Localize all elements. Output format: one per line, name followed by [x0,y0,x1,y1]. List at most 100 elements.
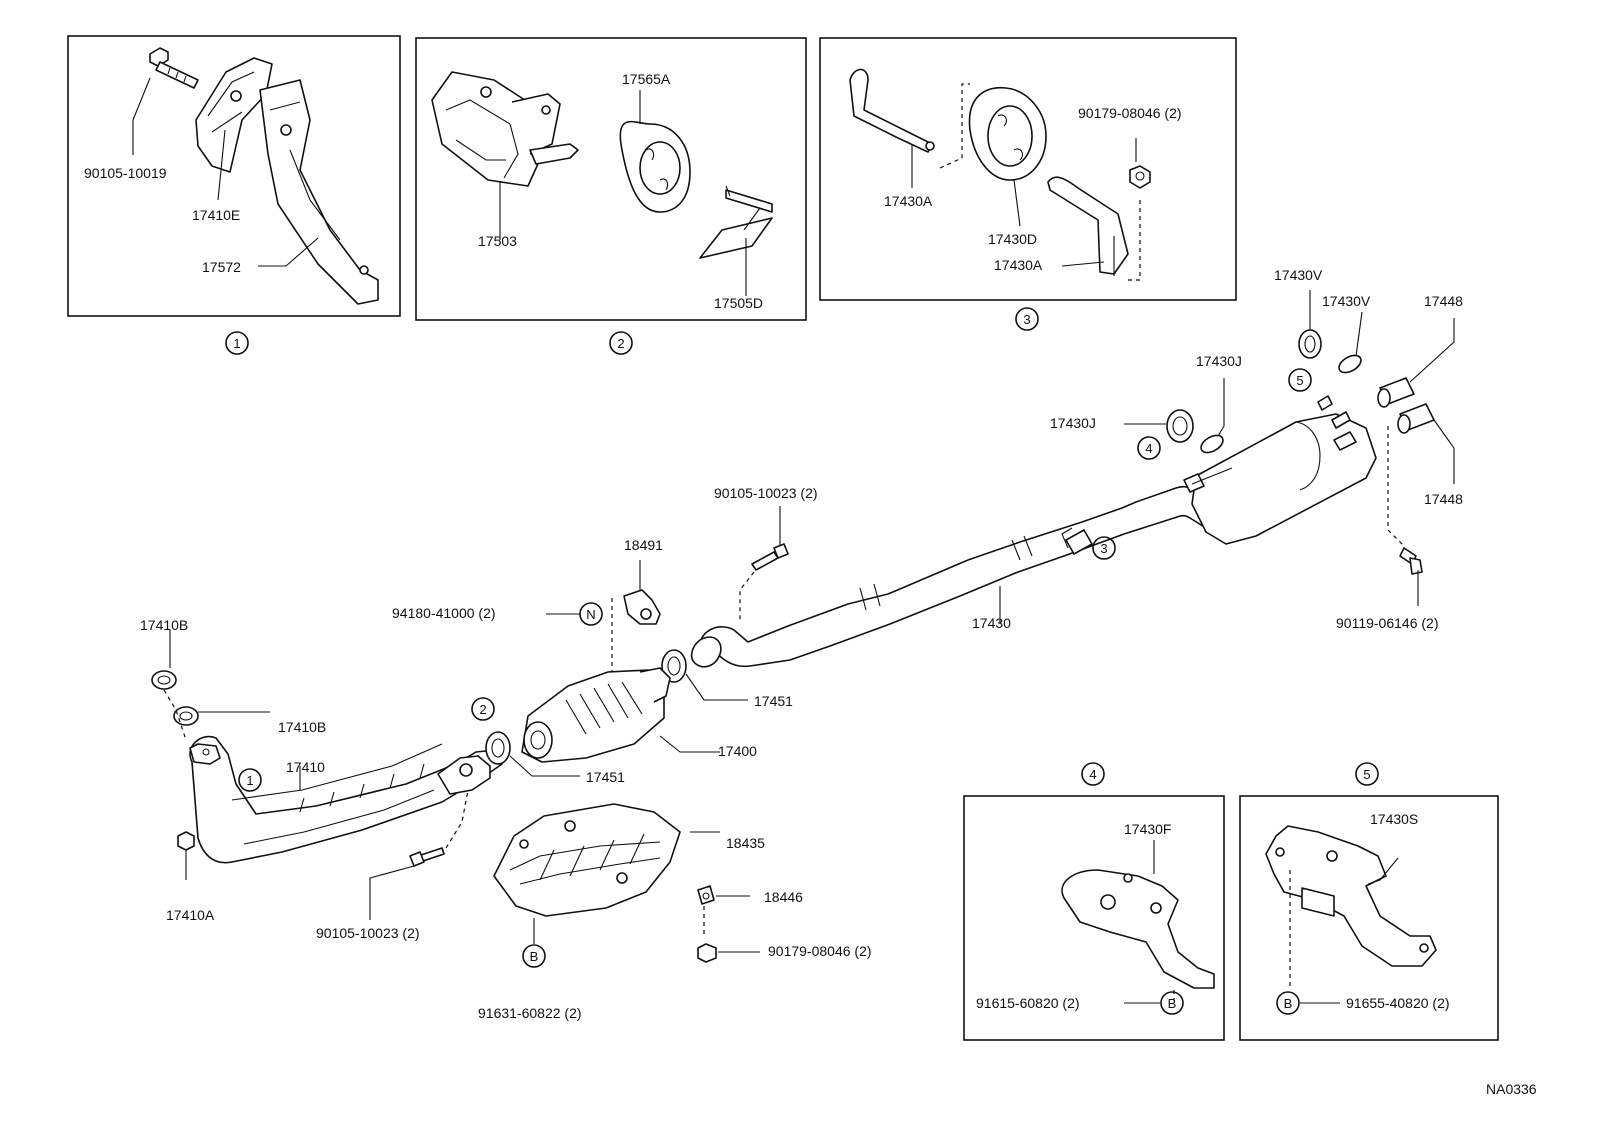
heat-insulator-18435-drawing [493,803,681,917]
bracket-17410E-drawing [195,57,273,173]
label-17410E: 17410E [192,207,240,223]
callout-2-cat: 2 [471,697,495,721]
center-pipe-17430-drawing [690,485,1237,668]
label-90119-06146: 90119-06146 (2) [1336,615,1438,631]
label-17451-a: 17451 [754,693,793,709]
label-17451-b: 17451 [586,769,625,785]
svg-text:N: N [586,607,595,622]
label-90179-08046-bottom: 90179-08046 (2) [768,943,872,959]
svg-text:5: 5 [1363,767,1370,782]
svg-text:1: 1 [233,336,240,351]
catalytic-converter-17400-drawing [521,667,671,763]
diagram-code: NA0336 [1486,1081,1537,1097]
callout-3-pipe: 3 [1092,536,1116,560]
hanger-17430A-bottom-drawing [1047,176,1129,276]
clip-18446-drawing [697,885,715,905]
label-17565A: 17565A [622,71,671,87]
label-17430V-b: 17430V [1322,293,1371,309]
label-17400: 17400 [718,743,757,759]
svg-text:4: 4 [1089,767,1096,782]
callout-b-box5: B [1276,991,1300,1015]
svg-text:B: B [530,949,539,964]
bracket-17503-drawing [431,71,579,187]
label-17430F: 17430F [1124,821,1171,837]
label-17410: 17410 [286,759,325,775]
label-17430J-b: 17430J [1050,415,1096,431]
label-17410A: 17410A [166,907,215,923]
label-17410B-a: 17410B [140,617,188,633]
label-17430A-bottom: 17430A [994,257,1043,273]
label-17430: 17430 [972,615,1011,631]
label-91615-60820: 91615-60820 (2) [976,995,1080,1011]
svg-text:4: 4 [1145,441,1152,456]
svg-text:1: 1 [246,773,253,788]
bracket-17505D-drawing [699,185,773,259]
tail-tip-17448-upper-drawing [1377,377,1415,408]
bolt-90119-06146-drawing [1399,547,1423,575]
tail-tip-17448-lower-drawing [1397,403,1435,434]
inset-box-2 [415,37,807,321]
ring-17430V-a-drawing [1298,329,1322,359]
gasket-17410B-b-drawing [173,706,199,726]
label-17430A-top: 17430A [884,193,933,209]
callout-4-ring: 4 [1137,436,1161,460]
label-17448-a: 17448 [1424,293,1463,309]
svg-text:B: B [1168,996,1177,1011]
label-18435: 18435 [726,835,765,851]
bolt-90105-10023-bottom-drawing [409,847,445,867]
label-17430V-a: 17430V [1274,267,1323,283]
nut-90179-08046-top-drawing [1129,165,1151,189]
label-17503: 17503 [478,233,517,249]
label-17410B-b: 17410B [278,719,326,735]
nut-17410A-drawing [177,831,195,851]
callout-4-box: 4 [1081,762,1105,786]
bracket-17430S-drawing [1265,825,1437,967]
callout-5-ring: 5 [1288,368,1312,392]
callout-1-pipe: 1 [238,768,262,792]
hanger-17430A-top-drawing [849,68,935,153]
callout-5-box: 5 [1355,762,1379,786]
label-90179-08046-top: 90179-08046 (2) [1078,105,1182,121]
callout-3: 3 [1015,307,1039,331]
label-94180-41000: 94180-41000 (2) [392,605,496,621]
svg-text:5: 5 [1296,373,1303,388]
label-17430S: 17430S [1370,811,1418,827]
svg-text:3: 3 [1100,541,1107,556]
callout-b-box4: B [1160,991,1184,1015]
label-18446: 18446 [764,889,803,905]
svg-text:B: B [1284,996,1293,1011]
bracket-17430F-drawing [1061,869,1215,989]
ring-17430V-b-drawing [1338,354,1362,374]
bracket-18491-drawing [623,589,661,625]
ring-17430J-a-drawing [1166,409,1194,443]
bracket-17572-drawing [259,79,379,305]
bolt-90105-10019-drawing [149,47,199,89]
svg-text:2: 2 [617,336,624,351]
gasket-17451-front-drawing [485,731,511,765]
inset-box-5 [1239,795,1499,1041]
ring-17430J-b-drawing [1200,434,1224,454]
svg-text:3: 3 [1023,312,1030,327]
label-18491: 18491 [624,537,663,553]
front-pipe-17410-drawing [189,735,503,864]
svg-text:2: 2 [479,702,486,717]
bolt-90105-10023-top-drawing [751,543,789,571]
inset-box-3 [819,37,1237,301]
label-17505D: 17505D [714,295,763,311]
label-17430D: 17430D [988,231,1037,247]
label-17430J-a: 17430J [1196,353,1242,369]
hanger-17430D-drawing [968,86,1047,181]
gasket-17451-rear-drawing [661,649,687,683]
inset-box-4 [963,795,1225,1041]
label-17572: 17572 [202,259,241,275]
callout-n: N [579,602,603,626]
callout-1: 1 [225,331,249,355]
label-90105-10023-top: 90105-10023 (2) [714,485,818,501]
callout-2: 2 [609,331,633,355]
hanger-17565A-drawing [619,120,691,213]
label-17448-b: 17448 [1424,491,1463,507]
label-91631-60822: 91631-60822 (2) [478,1005,582,1021]
label-90105-10019: 90105-10019 [84,165,167,181]
label-91655-40820: 91655-40820 (2) [1346,995,1450,1011]
